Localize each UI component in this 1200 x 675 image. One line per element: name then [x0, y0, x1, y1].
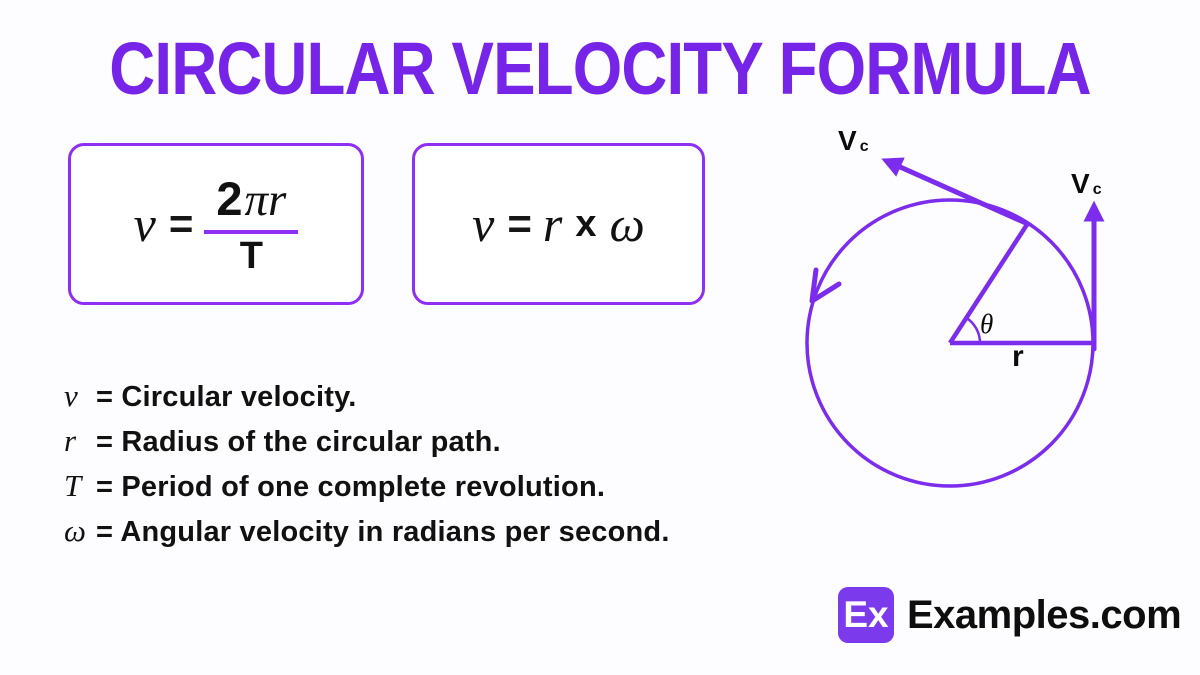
- definition-r-symbol: r: [64, 423, 77, 458]
- formula-period: v = 2 πr T: [134, 171, 299, 278]
- page-title: CIRCULAR VELOCITY FORMULA: [109, 27, 1091, 110]
- definitions-list: v = Circular velocity. r = Radius of the…: [64, 378, 670, 558]
- radius-label: r: [1012, 340, 1024, 373]
- formula2-radius: r: [542, 196, 563, 252]
- formula2-lhs: v: [472, 196, 495, 252]
- logo-badge-icon: Ex: [838, 587, 894, 643]
- numerator-coefficient: 2: [216, 171, 243, 225]
- numerator-variable: πr: [244, 173, 287, 226]
- formula-box-period: v = 2 πr T: [68, 143, 364, 305]
- definition-T: T = Period of one complete revolution.: [64, 468, 670, 504]
- fraction: 2 πr T: [204, 171, 299, 278]
- theta-angle-arc: [965, 316, 982, 344]
- theta-label: θ: [980, 309, 993, 339]
- formula2-equals: =: [507, 200, 531, 247]
- definition-omega: ω = Angular velocity in radians per seco…: [64, 513, 670, 549]
- definition-v-text: = Circular velocity.: [96, 381, 357, 413]
- tangent-velocity-arrow: [881, 157, 1031, 227]
- formula-box-angular: v = r x ω: [412, 143, 705, 305]
- definition-T-symbol: T: [64, 468, 82, 503]
- formula2-times: x: [575, 202, 597, 245]
- definition-omega-symbol: ω: [64, 513, 86, 548]
- brand-logo: Ex Examples.com: [838, 587, 1182, 643]
- formula-angular: v = r x ω: [472, 195, 645, 253]
- logo-name: Examples.com: [907, 592, 1182, 637]
- definition-v: v = Circular velocity.: [64, 378, 670, 414]
- fraction-denominator: T: [239, 234, 263, 277]
- definition-v-symbol: v: [64, 378, 78, 413]
- definition-T-text: = Period of one complete revolution.: [96, 471, 606, 503]
- definition-r-text: = Radius of the circular path.: [96, 426, 501, 458]
- path-direction-arrow-icon: [809, 267, 842, 304]
- formula1-equals: =: [168, 200, 193, 247]
- definition-omega-text: = Angular velocity in radians per second…: [96, 516, 670, 548]
- definition-r: r = Radius of the circular path.: [64, 423, 670, 459]
- formula2-omega: ω: [609, 196, 645, 252]
- formula1-lhs: v: [133, 196, 156, 252]
- fraction-numerator: 2 πr: [204, 171, 299, 234]
- rotated-radius-line: [948, 221, 1030, 345]
